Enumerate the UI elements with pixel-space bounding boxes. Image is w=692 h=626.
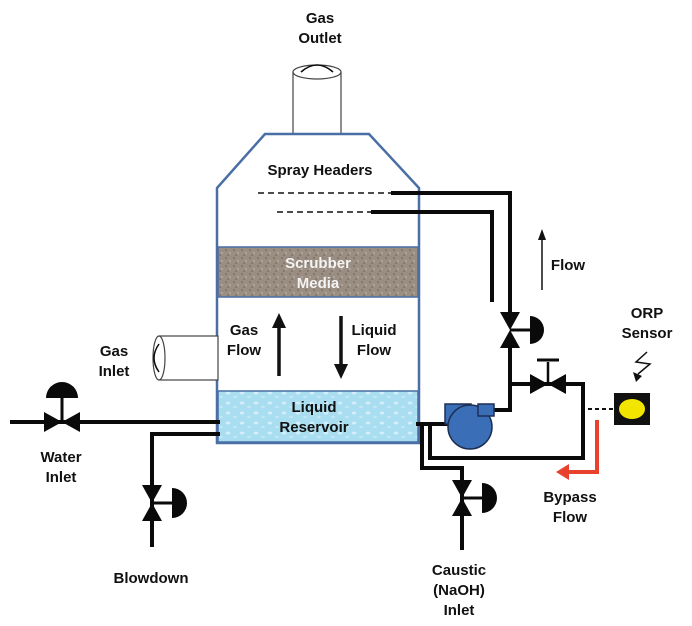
bypass-flow-arrow	[556, 420, 599, 480]
recirculation-pump	[444, 403, 495, 450]
liquid-flow-label-2: Flow	[357, 342, 391, 359]
orp-sensor	[588, 393, 650, 425]
scrubber-media-label-1: Scrubber	[285, 255, 351, 272]
orp-sensor-label-2: Sensor	[622, 325, 673, 342]
blowdown-valve	[142, 485, 187, 521]
liquid-reservoir-label-1: Liquid	[292, 399, 337, 416]
bypass-flow-label-2: Flow	[553, 509, 587, 526]
gas-flow-label-1: Gas	[230, 322, 258, 339]
scrubber-tower	[215, 64, 421, 445]
gas-inlet-label-2: Inlet	[99, 363, 130, 380]
caustic-label-3: Inlet	[444, 602, 475, 619]
bypass-flow-label-1: Bypass	[543, 489, 596, 506]
gas-outlet-label-2: Outlet	[298, 30, 341, 47]
gas-inlet-duct	[152, 335, 219, 381]
blowdown-label: Blowdown	[114, 570, 189, 587]
orp-signal-icon	[633, 351, 652, 382]
water-inlet-label-1: Water	[40, 449, 81, 466]
caustic-valve	[452, 480, 497, 516]
gas-outlet-stack	[292, 64, 342, 135]
caustic-label-2: (NaOH)	[433, 582, 485, 599]
scrubber-media-label-2: Media	[297, 275, 340, 292]
caustic-label-1: Caustic	[432, 562, 486, 579]
liquid-flow-label-1: Liquid	[352, 322, 397, 339]
spray-headers-label: Spray Headers	[267, 162, 372, 179]
liquid-reservoir	[217, 390, 419, 443]
spray-control-valve	[500, 312, 544, 348]
orp-sensor-label-1: ORP	[631, 305, 664, 322]
bypass-manual-valve	[530, 358, 566, 394]
flow-label: Flow	[551, 257, 585, 274]
gas-flow-arrow	[272, 313, 286, 376]
gas-inlet-label-1: Gas	[100, 343, 128, 360]
external-flow-arrow	[538, 229, 546, 290]
liquid-flow-arrow	[334, 316, 348, 379]
water-inlet-label-2: Inlet	[46, 469, 77, 486]
liquid-reservoir-label-2: Reservoir	[279, 419, 348, 436]
scrubber-media	[217, 246, 419, 298]
gas-flow-label-2: Flow	[227, 342, 261, 359]
gas-outlet-label-1: Gas	[306, 10, 334, 27]
water-inlet-valve	[44, 382, 80, 432]
